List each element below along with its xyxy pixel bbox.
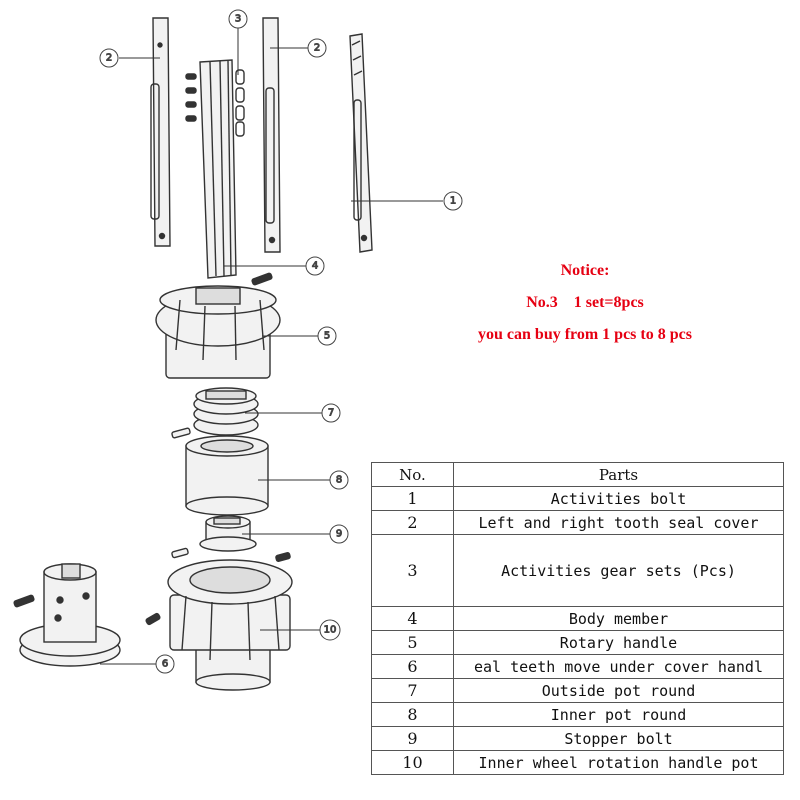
row-part: Outside pot round [453, 678, 784, 703]
svg-text:5: 5 [324, 331, 330, 342]
row-no: 8 [371, 702, 454, 727]
svg-text:3: 3 [235, 14, 241, 25]
row-no: 2 [371, 510, 454, 535]
row-part: Activities bolt [453, 486, 784, 511]
row-no: 7 [371, 678, 454, 703]
stopper-bolt [171, 515, 291, 562]
row-no: 3 [371, 534, 454, 607]
inner-wheel-rotation-handle-pot [145, 559, 293, 691]
outside-pot-round [171, 387, 259, 439]
svg-text:1: 1 [450, 196, 456, 207]
svg-text:7: 7 [328, 408, 334, 419]
callout-labels: 1 2 2 3 4 5 6 7 8 9 10 [99, 9, 463, 674]
notice-line-1: No.3 1 set=8pcs [526, 294, 644, 311]
svg-text:2: 2 [106, 53, 112, 64]
row-part: Stopper bolt [453, 726, 784, 751]
row-part: Body member [453, 606, 784, 631]
row-no: 6 [371, 654, 454, 679]
callout-8 [329, 470, 349, 490]
callout-6 [155, 654, 175, 674]
table-header-row: No. Parts [371, 462, 784, 487]
row-part: Inner wheel rotation handle pot [453, 750, 784, 775]
rotary-handle [155, 285, 281, 379]
callout-2-right [307, 38, 327, 58]
svg-text:4: 4 [312, 261, 318, 272]
notice-title: Notice: [560, 262, 610, 279]
row-no: 4 [371, 606, 454, 631]
callout-1 [443, 191, 463, 211]
row-part: Rotary handle [453, 630, 784, 655]
seal-teeth-move-under-cover-handle [13, 563, 121, 667]
header-parts: Parts [453, 462, 784, 487]
header-no: No. [371, 462, 454, 487]
row-part: Activities gear sets (Pcs) [453, 534, 784, 607]
callout-10 [319, 619, 341, 641]
body-member [199, 59, 237, 279]
row-no: 1 [371, 486, 454, 511]
svg-text:9: 9 [336, 529, 342, 540]
callout-7 [321, 403, 341, 423]
callout-3 [228, 9, 248, 29]
row-no: 5 [371, 630, 454, 655]
inner-pot-round [185, 435, 269, 516]
right-tooth-seal-cover [262, 17, 281, 253]
left-tooth-seal-cover [150, 17, 171, 247]
svg-text:6: 6 [162, 659, 168, 670]
row-part: Left and right tooth seal cover [453, 510, 784, 535]
notice-line-2: you can buy from 1 pcs to 8 pcs [478, 326, 692, 343]
callout-4 [305, 256, 325, 276]
row-no: 9 [371, 726, 454, 751]
row-part: Inner pot round [453, 702, 784, 727]
svg-text:8: 8 [336, 475, 342, 486]
activities-gear-pins [185, 69, 273, 286]
activities-bolt [349, 33, 373, 253]
svg-text:10: 10 [324, 625, 337, 636]
callout-9 [329, 524, 349, 544]
callout-5 [317, 326, 337, 346]
row-no: 10 [371, 750, 454, 775]
row-part: eal teeth move under cover handl [453, 654, 784, 679]
callout-2-left [99, 48, 119, 68]
svg-text:2: 2 [314, 43, 320, 54]
